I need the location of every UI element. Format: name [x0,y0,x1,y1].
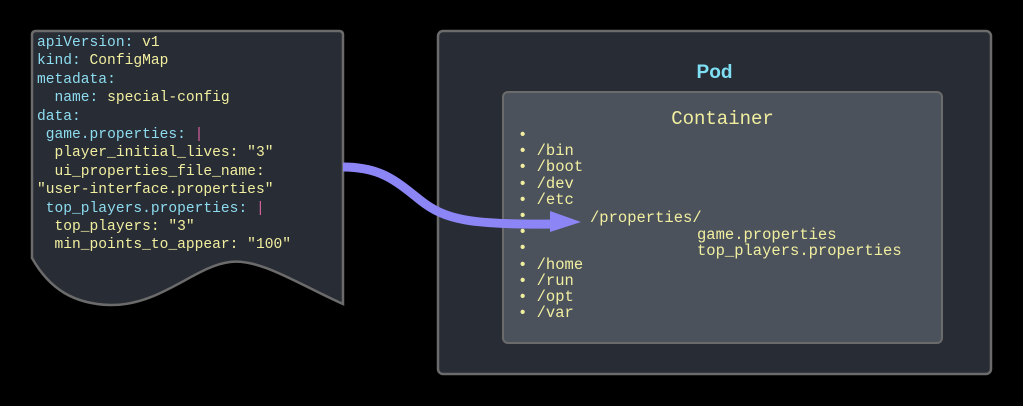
yaml-line: apiVersion: v1 [37,35,160,51]
yaml-line: game.properties: | [45,127,204,144]
container-title: Container [671,108,774,130]
fs-item: • /dev [518,174,574,193]
arrow-head-icon [550,211,581,232]
yaml-line: data: [37,108,81,125]
fs-item: • /bin [518,142,574,161]
yaml-line: top_players: "3" [54,219,195,236]
yaml-line: kind: ConfigMap [37,53,169,70]
fs-item: • /var [518,304,574,323]
yaml-line: name: special-config [54,90,230,107]
container-filesystem-list: • • /bin • /boot • /dev • /etc • • • • /… [518,127,583,321]
yaml-line: top_players.properties: | [45,200,265,217]
yaml-line: ui_properties_file_name: [54,163,265,180]
mount-arrow [342,162,556,229]
fs-item: • /opt [518,287,574,306]
mounted-properties-dir: /properties/ [590,209,702,227]
yaml-line: min_points_to_appear: "100" [54,237,291,254]
fs-item: • /etc [518,190,574,209]
fs-item: • [518,206,537,225]
container-box [502,91,943,344]
fs-item: • [518,126,537,144]
mounted-file-top-players-properties: top_players.properties [697,242,902,260]
fs-item: • [518,239,537,258]
fs-item: • [518,223,537,242]
fs-item: • /run [518,271,574,290]
pod-title: Pod [696,62,733,83]
fs-item: • /boot [518,158,584,177]
yaml-line: "user-interface.properties" [37,182,274,199]
yaml-line: metadata: [37,71,116,88]
fs-item: • /home [518,255,584,274]
mounted-file-game-properties: game.properties [697,226,837,244]
yaml-line: player_initial_lives: "3" [54,145,274,162]
configmap-document-shape [30,29,345,307]
configmap-yaml: apiVersion: v1 kind: ConfigMap metadata:… [37,34,291,255]
